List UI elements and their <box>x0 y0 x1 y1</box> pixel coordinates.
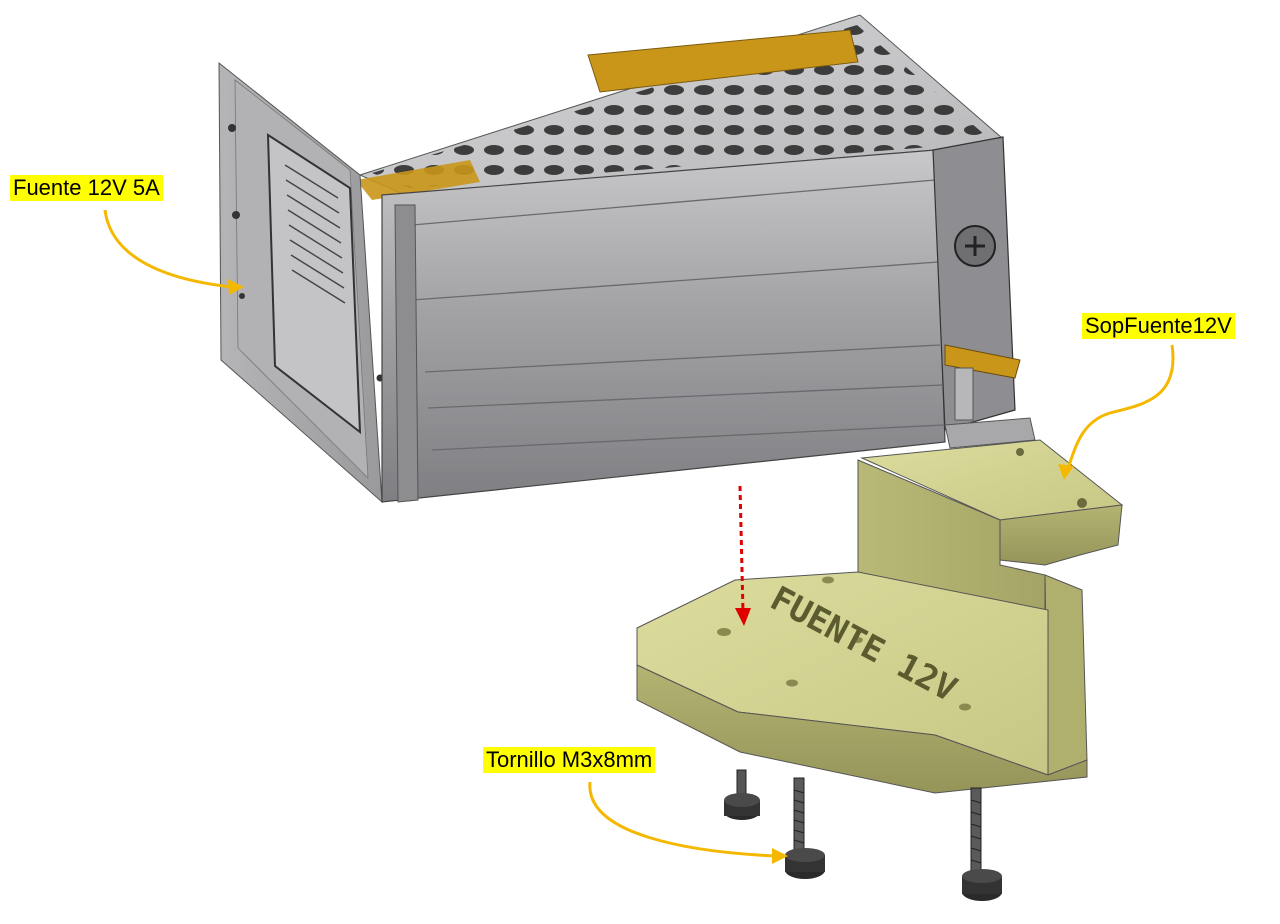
leader-screw <box>588 781 776 858</box>
label-power-supply: Fuente 12V 5A <box>10 175 163 201</box>
label-screw: Tornillo M3x8mm <box>483 747 656 773</box>
psu-terminal-post <box>954 367 974 421</box>
psu-front-lip <box>394 204 419 503</box>
power-supply <box>218 14 1036 504</box>
psu-screw-slot <box>965 236 985 256</box>
screw-middle <box>785 777 825 879</box>
leader-psu <box>103 209 233 289</box>
screw-left <box>724 769 760 820</box>
psu-side-hole <box>232 211 240 219</box>
mount-wall-side <box>1044 574 1088 776</box>
label-mount: SopFuente12V <box>1082 313 1235 339</box>
mount-base-edge <box>636 664 1088 794</box>
psu-top-sticker <box>587 29 859 93</box>
mount-bracket: FUENTE 12V <box>636 439 1124 794</box>
assembly-direction-arrow <box>735 485 751 626</box>
leader-screw-arrowhead <box>772 848 788 864</box>
screws <box>724 769 1002 901</box>
psu-terminal-cover <box>932 136 1016 431</box>
mount-base-holes <box>717 576 971 711</box>
leader-psu-arrowhead <box>228 279 244 295</box>
leader-mount-arrowhead <box>1058 464 1074 480</box>
psu-terminal-tab <box>944 344 1021 379</box>
psu-corner-sticker <box>356 160 480 200</box>
psu-front-ridges <box>411 179 945 451</box>
psu-side-hole <box>228 124 236 132</box>
mount-arm-hole <box>1016 448 1024 456</box>
psu-bottom-rail <box>944 417 1036 449</box>
screw-right <box>962 787 1002 901</box>
psu-side-hole <box>239 293 245 299</box>
psu-spec-text-lines <box>284 164 346 304</box>
mount-arm-hole <box>1077 498 1087 508</box>
leader-mount <box>1066 344 1175 469</box>
psu-front-face <box>381 149 946 503</box>
psu-ventilation-holes <box>372 25 985 188</box>
